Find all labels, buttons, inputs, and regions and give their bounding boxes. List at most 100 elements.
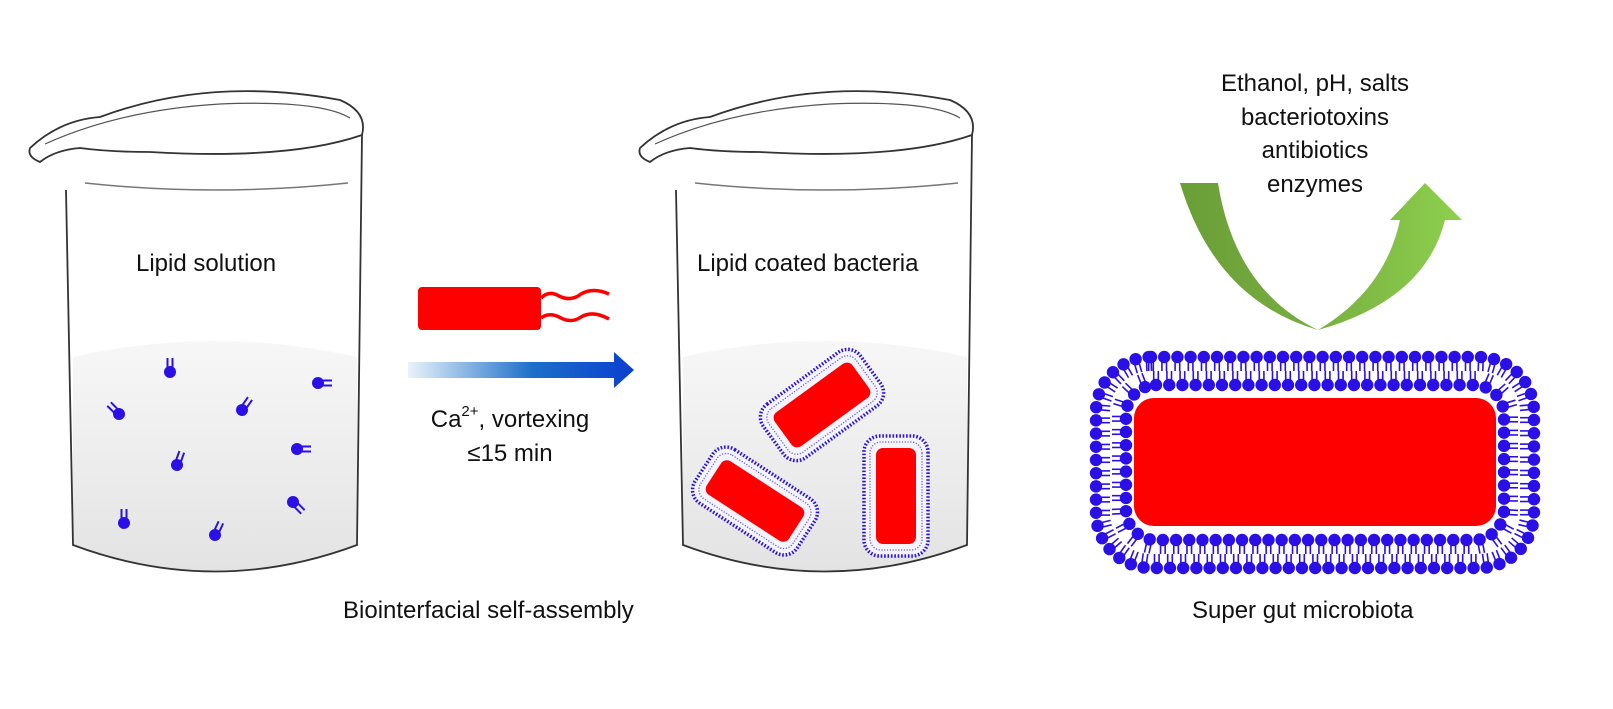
coated-bacterium-icon [862,434,930,558]
lipid-molecule-icon [1479,373,1494,394]
lipid-molecule-icon [1242,371,1255,392]
coated-bacterium-icon [758,347,886,463]
lipid-molecule-icon [1209,533,1222,554]
lipid-molecule-icon [1156,533,1170,554]
lipid-molecule-icon [1356,350,1369,371]
lipid-molecule-icon [1374,371,1387,392]
lipid-molecule-icon [1511,375,1532,393]
lipid-molecule-icon [1447,533,1460,554]
lipid-molecule-icon [1183,533,1196,554]
lipid-molecule-icon [1176,371,1189,392]
lipid-molecule-icon [209,520,225,541]
lipid-molecule-icon [1112,465,1133,478]
lipid-molecule-icon [1448,350,1461,371]
beaker-left-graduation [84,182,349,191]
lipid-molecule-icon [1490,383,1509,402]
lipid-molecule-icon [106,401,125,420]
lipid-molecule-icon [1126,527,1145,547]
caption-left: Biointerfacial self-assembly [343,597,634,624]
lipid-molecule-icon [1137,553,1150,574]
lipid-molecule-icon [1216,554,1229,575]
lipid-molecule-icon [1242,554,1256,575]
lipid-molecule-icon [1341,533,1354,554]
beaker-right-graduation [694,182,959,191]
lipid-molecule-icon [1129,352,1143,374]
lipid-molecule-icon [1335,554,1348,575]
lipid-molecule-icon [1249,533,1262,554]
lipid-molecule-icon [1090,400,1111,414]
lipid-molecule-icon [1295,371,1308,392]
lipid-molecule-icon [1268,371,1282,392]
lipid-molecule-icon [1121,382,1141,401]
lipid-molecule-icon [1474,350,1488,372]
lipid-molecule-icon [1440,371,1453,392]
lipid-molecule-icon [1190,554,1203,575]
lipid-molecule-icon [1095,529,1116,545]
lipid-molecule-icon [1158,350,1171,371]
lipid-molecule-icon [118,509,130,529]
lipid-molecule-icon [1316,350,1329,371]
lipid-molecule-icon [1414,554,1427,575]
lipid-molecule-icon [236,396,253,416]
lipid-molecule-icon [1387,371,1400,392]
lipid-molecule-icon [1328,533,1341,554]
lipid-molecule-icon [1374,554,1388,575]
lipid-molecule-icon [1281,371,1295,392]
lipid-molecule-icon [1460,533,1473,554]
free-lipid-group [106,358,332,541]
lipid-molecule-icon [1433,533,1447,554]
lipid-molecule-icon [1103,537,1123,556]
lipid-molecule-icon [1497,439,1518,453]
lipid-molecule-icon [1321,371,1334,392]
lipid-molecule-icon [1497,466,1518,479]
lipid-molecule-icon [1142,350,1155,372]
lipid-molecule-icon [287,496,306,515]
lipid-molecule-icon [1473,533,1486,554]
lipid-molecule-icon [1413,371,1427,392]
lipid-molecule-icon [1237,350,1250,371]
lipid-molecule-icon [1315,533,1328,554]
lipid-molecule-icon [1520,466,1541,480]
lipid-molecule-icon [164,358,176,378]
lipid-molecule-icon [1111,504,1133,518]
beaker-right-label: Lipid coated bacteria [697,250,919,277]
lipid-molecule-icon [1089,493,1110,506]
lipid-molecule-icon [1494,518,1515,534]
lipid-molecule-icon [1112,438,1133,452]
lipid-molecule-icon [1461,350,1475,371]
process-condition: Ca2+, vortexing [396,403,624,437]
lipid-molecule-icon [1520,453,1541,466]
lipid-molecule-icon [1295,554,1309,575]
lipid-molecule-icon [1171,350,1184,371]
lipid-molecule-icon [1112,425,1133,439]
lipid-molecule-icon [1288,533,1302,554]
lipid-molecule-icon [1124,550,1139,571]
lipid-molecule-icon [1250,350,1263,371]
beaker-left-rim-inner [44,102,351,145]
lipid-molecule-icon [1215,371,1229,392]
lipid-molecule-icon [1222,533,1236,554]
lipid-molecule-icon [1466,371,1480,392]
lipid-molecule-icon [1113,398,1134,412]
stressor-4: enzymes [1266,171,1364,198]
lipid-molecule-icon [1113,544,1130,565]
lipid-molecule-icon [1112,412,1133,425]
coated-bacteria-group [690,347,930,558]
lipid-molecule-icon [1420,533,1434,554]
stressor-1: Ethanol, pH, salts [1220,70,1410,97]
u-turn-arrow-icon [1180,183,1462,330]
lipid-molecule-icon [1381,533,1394,554]
lipid-molecule-icon [1497,452,1518,466]
lipid-molecule-icon [1394,533,1407,554]
lipid-molecule-icon [1497,426,1518,439]
lipid-molecule-icon [1401,554,1414,575]
caption-right: Super gut microbiota [1192,597,1414,624]
lipid-molecule-icon [1163,554,1177,575]
lipid-molecule-icon [1400,371,1414,392]
lipid-molecule-icon [1388,554,1401,575]
ion-base: Ca [430,406,462,433]
gradient-arrow-icon [408,352,634,388]
lipid-molecule-icon [1262,533,1275,554]
lipid-molecule-icon [1329,350,1343,371]
beaker-left [28,90,364,573]
